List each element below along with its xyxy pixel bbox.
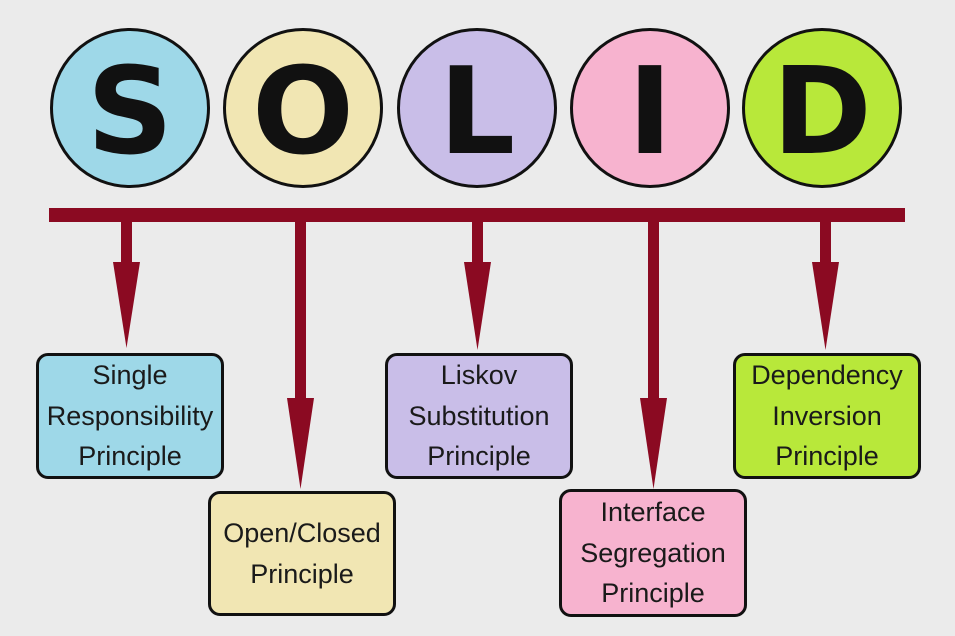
principle-box-liskov-substitution: Liskov Substitution Principle: [385, 353, 573, 479]
arrow-shaft-d: [820, 221, 831, 285]
principle-box-single-responsibility: Single Responsibility Principle: [36, 353, 224, 479]
letter-o-glyph: O: [252, 43, 354, 182]
letter-l: L: [439, 43, 515, 182]
arrow-shaft-l: [472, 221, 483, 285]
letter-circle-o: O: [223, 28, 383, 188]
letter-s-glyph: S: [87, 43, 173, 182]
principle-label-interface-segregation: Interface Segregation Principle: [580, 497, 726, 609]
principle-label-open-closed: Open/Closed Principle: [223, 518, 381, 589]
letter-i-glyph: I: [628, 43, 673, 182]
principle-label-dependency-inversion: Dependency Inversion Principle: [751, 360, 903, 472]
horizontal-bar: [49, 208, 905, 222]
principle-box-interface-segregation: Interface Segregation Principle: [559, 489, 747, 617]
principle-label-single-responsibility: Single Responsibility Principle: [46, 360, 214, 472]
letter-circle-d: D: [742, 28, 902, 188]
principle-box-dependency-inversion: Dependency Inversion Principle: [733, 353, 921, 479]
letter-circle-i: I: [570, 28, 730, 188]
letter-o: O: [252, 43, 354, 182]
arrow-head-d: [812, 262, 839, 350]
arrow-shaft-o: [295, 221, 306, 401]
letter-d-glyph: D: [772, 43, 872, 182]
principle-box-open-closed: Open/Closed Principle: [208, 491, 396, 616]
letter-l-glyph: L: [439, 43, 515, 182]
letter-d: D: [772, 43, 872, 182]
letter-s: S: [87, 43, 173, 182]
arrow-head-i: [640, 398, 667, 489]
arrow-head-l: [464, 262, 491, 350]
arrow-head-s: [113, 262, 140, 348]
letter-circle-l: L: [397, 28, 557, 188]
arrow-head-o: [287, 398, 314, 489]
letter-i: I: [628, 43, 673, 182]
arrow-shaft-i: [648, 221, 659, 401]
principle-label-liskov-substitution: Liskov Substitution Principle: [408, 360, 550, 472]
letter-circle-s: S: [50, 28, 210, 188]
arrow-shaft-s: [121, 221, 132, 285]
